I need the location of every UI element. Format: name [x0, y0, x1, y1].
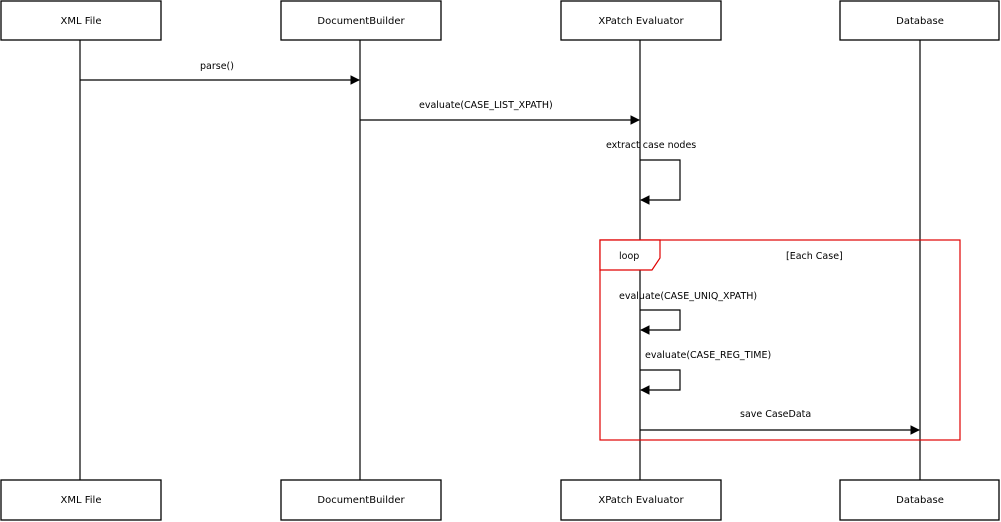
loop-frame: loop [Each Case]	[599, 239, 961, 441]
message-arrow-evaluate-case-reg-time	[640, 369, 681, 395]
participant-box-xpatch-evaluator-bottom	[560, 479, 722, 521]
participant-box-document-builder	[280, 0, 442, 41]
message-arrow-extract-case-nodes	[640, 159, 681, 205]
message-label-extract-case-nodes: extract case nodes	[606, 140, 696, 151]
message-label-evaluate-case-reg-time: evaluate(CASE_REG_TIME)	[645, 350, 771, 361]
messages: parse() evaluate(CASE_LIST_XPATH) extrac…	[80, 61, 920, 435]
message-label-parse: parse()	[200, 61, 234, 72]
participant-label-database: Database	[896, 16, 944, 27]
loop-frame-condition: [Each Case]	[786, 251, 843, 262]
participant-label-xpatch-evaluator: XPatch Evaluator	[598, 16, 684, 27]
participant-label-xml-file: XML File	[61, 16, 102, 27]
participant-box-database-bottom	[839, 479, 1000, 521]
participant-label-xpatch-evaluator-bottom: XPatch Evaluator	[598, 495, 684, 506]
participants-top: XML File DocumentBuilder XPatch Evaluato…	[0, 0, 1000, 41]
participant-label-document-builder: DocumentBuilder	[317, 16, 405, 27]
participant-box-document-builder-bottom	[280, 479, 442, 521]
participant-label-xml-file-bottom: XML File	[61, 495, 102, 506]
participant-box-xml-file-bottom	[0, 479, 162, 521]
message-label-evaluate-case-list: evaluate(CASE_LIST_XPATH)	[419, 100, 553, 111]
loop-frame-tab	[599, 239, 661, 271]
participant-box-database	[839, 0, 1000, 41]
message-label-save-case-data: save CaseData	[740, 409, 811, 420]
loop-frame-border	[599, 239, 961, 441]
participant-label-database-bottom: Database	[896, 495, 944, 506]
participant-box-xml-file	[0, 0, 162, 41]
participants-bottom: XML File DocumentBuilder XPatch Evaluato…	[0, 479, 1000, 521]
participant-label-document-builder-bottom: DocumentBuilder	[317, 495, 405, 506]
message-arrow-evaluate-case-uniq	[640, 309, 681, 335]
message-label-evaluate-case-uniq: evaluate(CASE_UNIQ_XPATH)	[619, 291, 757, 302]
participant-box-xpatch-evaluator	[560, 0, 722, 41]
loop-frame-label: loop	[619, 251, 639, 262]
